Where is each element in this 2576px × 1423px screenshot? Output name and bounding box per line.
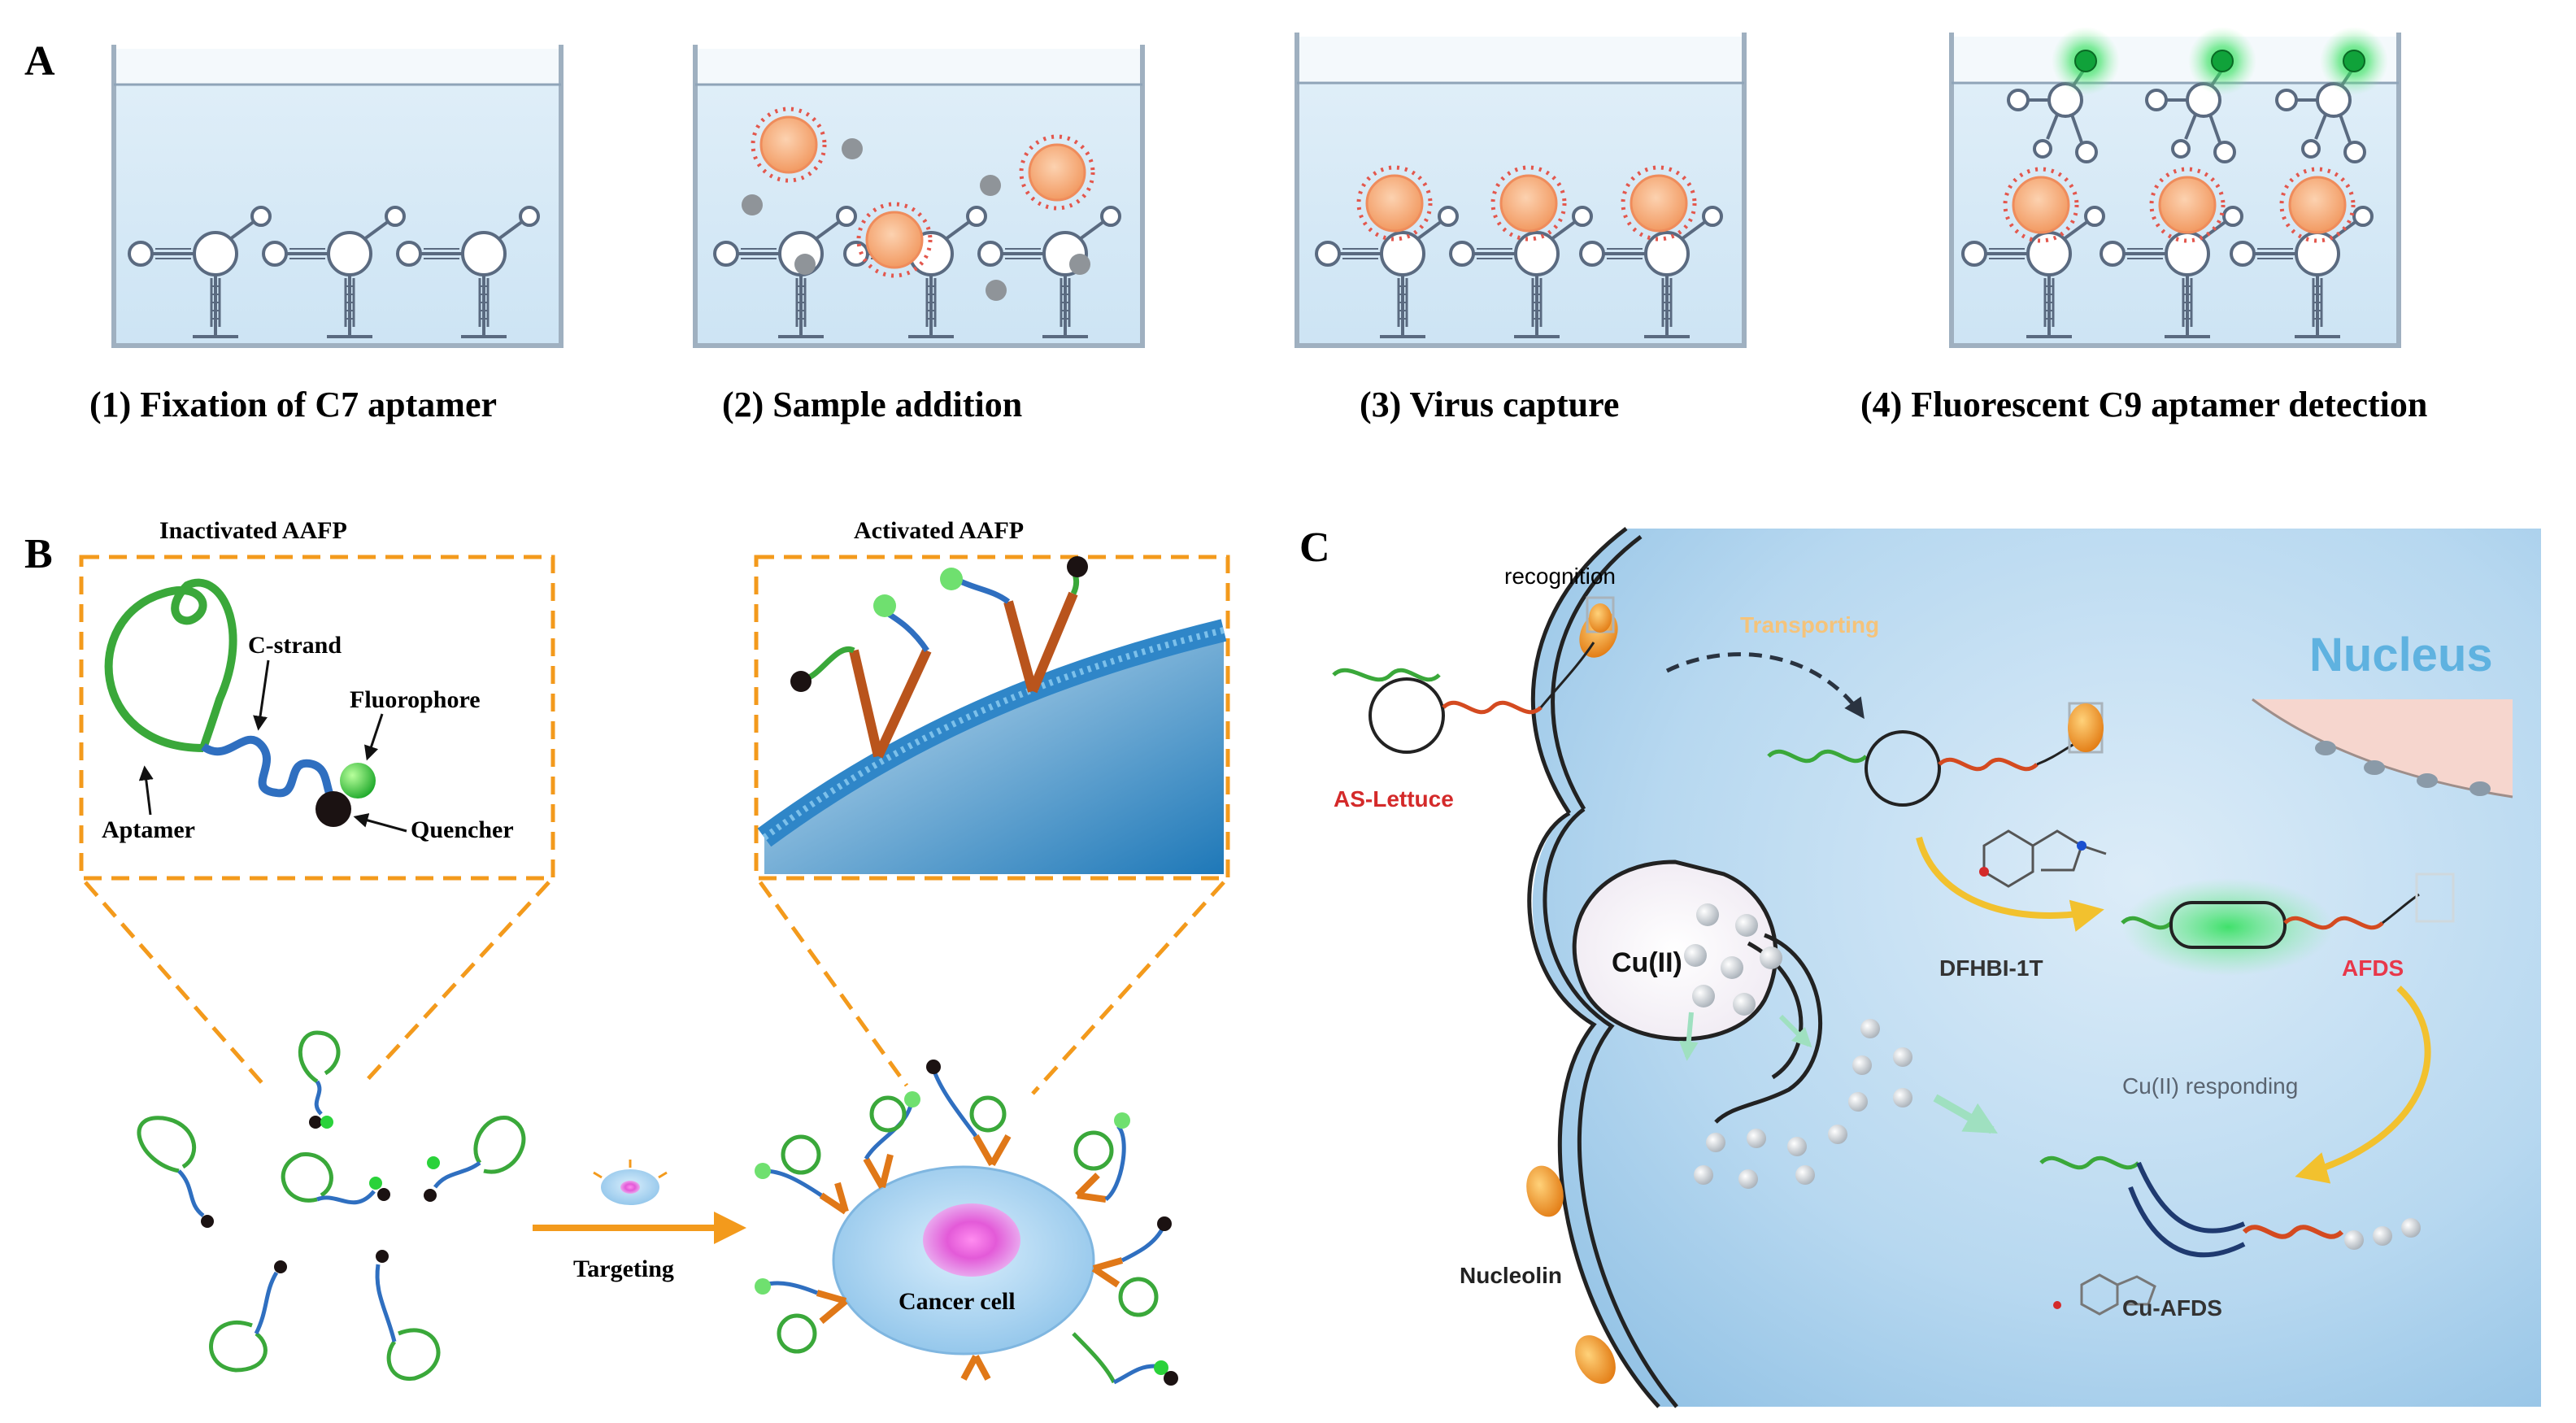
panel-a-beakers (111, 27, 2401, 348)
internal-probe (1767, 702, 2104, 807)
nucleolin-label: Nucleolin (1460, 1263, 1562, 1288)
inactivated-aafp-probe (104, 578, 376, 827)
step-2-label: (2) Sample addition (722, 385, 1022, 424)
step-1-label: (1) Fixation of C7 aptamer (89, 385, 497, 424)
panel-c-cell (1526, 527, 2541, 1408)
dfhbi-label: DFHBI-1T (1939, 955, 2043, 981)
targeting-arrow (533, 1160, 746, 1244)
c-strand-label: C-strand (248, 632, 342, 659)
beaker-3 (1295, 33, 1747, 348)
fluorophore-dot (340, 763, 376, 799)
cu-afds-label: Cu-AFDS (2122, 1295, 2222, 1321)
inactivated-title: Inactivated AAFP (159, 517, 347, 544)
afds-complex (2121, 873, 2455, 976)
panel-c-letter: C (1299, 524, 1330, 571)
beaker-2 (693, 45, 1145, 348)
cancer-cell-label: Cancer cell (899, 1288, 1016, 1315)
beaker-1 (111, 45, 564, 348)
activated-membrane (757, 556, 1227, 874)
fluorophore-label: Fluorophore (350, 686, 481, 713)
transporting-label: Transporting (1740, 612, 1879, 638)
step-4-label: (4) Fluorescent C9 aptamer detection (1860, 385, 2427, 424)
cu-label: Cu(II) (1612, 947, 1682, 978)
panel-b-letter: B (24, 531, 53, 577)
nucleolin-blob-2 (1526, 1165, 1564, 1217)
recognition-label: recognition (1504, 564, 1616, 589)
cu-ions (1684, 903, 1912, 1189)
panel-a-letter: A (24, 38, 55, 85)
step-3-label: (3) Virus capture (1360, 385, 1619, 424)
quencher-dot (315, 791, 351, 827)
nucleolin-blob-3 (1575, 1335, 1616, 1384)
activated-zoom-box (754, 555, 1230, 881)
targeting-label: Targeting (573, 1255, 674, 1282)
afds-label: AFDS (2342, 955, 2404, 981)
activated-title: Activated AAFP (854, 517, 1024, 544)
cancer-cell (755, 1060, 1178, 1386)
beaker-4 (1949, 27, 2401, 348)
aptamer-label: Aptamer (102, 816, 195, 843)
as-lettuce-probe (1332, 596, 1615, 754)
free-probes (137, 1030, 526, 1381)
inactivated-zoom-box (79, 555, 555, 881)
cu-responding-label: Cu(II) responding (2122, 1073, 2298, 1099)
quencher-label: Quencher (411, 816, 514, 843)
dfhbi-molecule (1979, 829, 2107, 888)
as-lettuce-label: AS-Lettuce (1334, 786, 1454, 812)
nucleus-label: Nucleus (2309, 629, 2493, 681)
cu-afds-complex (2039, 1155, 2421, 1316)
